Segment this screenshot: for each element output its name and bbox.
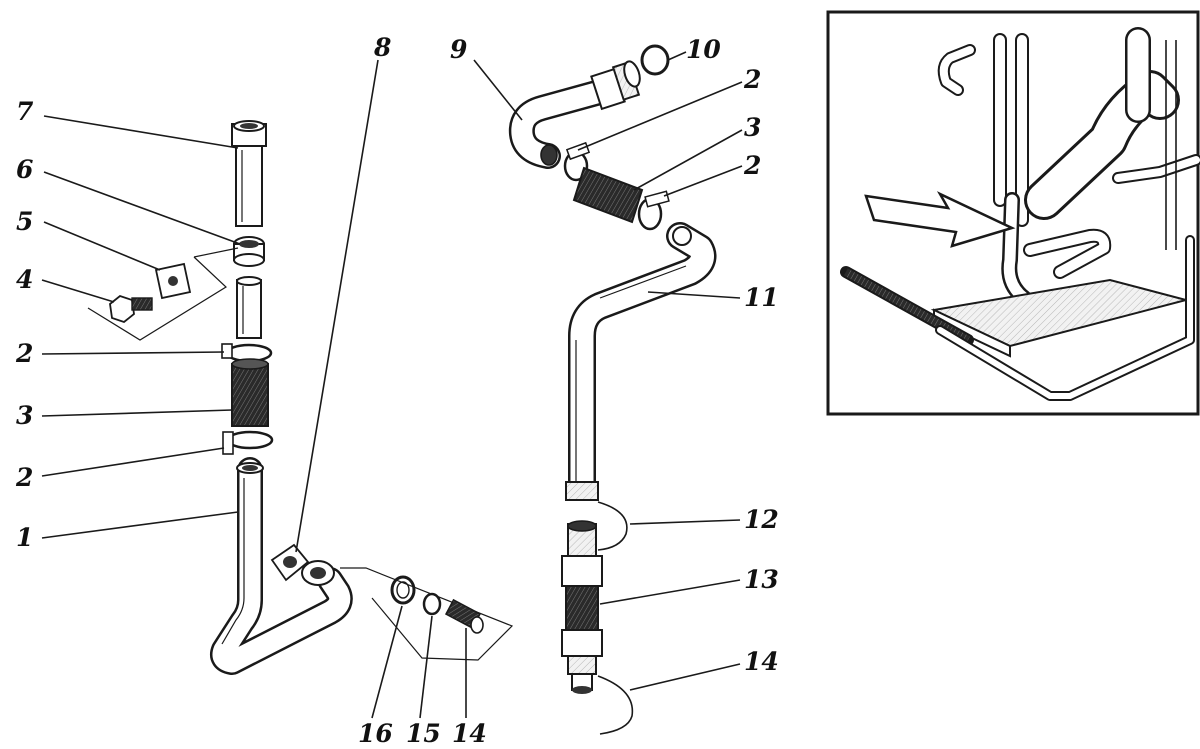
part-1-bent-pipe: [210, 457, 353, 675]
label-15: 15: [406, 719, 441, 748]
part-14-wire-ring: [597, 675, 634, 735]
label-3-a: 3: [16, 401, 33, 430]
part-14-fitting: [444, 598, 484, 634]
left-assembly: [87, 120, 514, 675]
label-2-a: 2: [15, 339, 33, 368]
label-9: 9: [450, 35, 467, 64]
label-6: 6: [16, 155, 33, 184]
part-9-elbow-pipe: [508, 60, 641, 169]
part-13-flexible-hose: [561, 520, 603, 694]
inset-installation-view: [826, 10, 1200, 416]
label-11: 11: [744, 283, 779, 312]
part-labels: 7 6 5 4 2 3 2 1 8 9 10 2 3 2 11 12 13 14…: [15, 33, 779, 748]
short-pipe: [236, 276, 262, 339]
part-16-washer: [390, 575, 416, 605]
part-3-hose: [231, 358, 269, 427]
part-2-lower-clamp: [222, 430, 274, 455]
label-4: 4: [16, 265, 33, 294]
group-bracket-4-5: [87, 256, 227, 341]
part-8-flange-gasket: [270, 543, 310, 582]
part-4-bolt: [109, 294, 153, 324]
part-2-lower-right-clamp: [637, 190, 670, 231]
group-bracket-link: [193, 247, 239, 258]
label-12: 12: [744, 505, 779, 534]
label-2-c: 2: [743, 65, 761, 94]
part-6-ring: [233, 236, 265, 267]
label-14-b: 14: [744, 647, 779, 676]
part-3-right-hose: [572, 166, 644, 224]
label-1: 1: [16, 523, 33, 552]
pointer-arrow-icon: [864, 191, 1016, 248]
label-14-a: 14: [452, 719, 487, 748]
right-assembly: [508, 44, 717, 735]
part-11-long-pipe: [565, 222, 717, 501]
label-10: 10: [686, 35, 721, 64]
part-15-ring: [422, 592, 442, 616]
label-13: 13: [744, 565, 779, 594]
part-5-gasket: [154, 262, 192, 300]
label-8: 8: [373, 33, 391, 62]
label-2-d: 2: [743, 151, 761, 180]
label-3-b: 3: [744, 113, 761, 142]
part-7-upper-pipe: [231, 120, 267, 227]
part-12-wire-ring: [597, 501, 628, 551]
part-10-ring: [640, 44, 670, 76]
leader-lines: [41, 51, 743, 719]
label-2-b: 2: [15, 463, 33, 492]
label-5: 5: [16, 207, 33, 236]
label-16: 16: [358, 719, 393, 748]
group-bracket-14-16: [340, 567, 514, 661]
label-7: 7: [16, 97, 34, 126]
